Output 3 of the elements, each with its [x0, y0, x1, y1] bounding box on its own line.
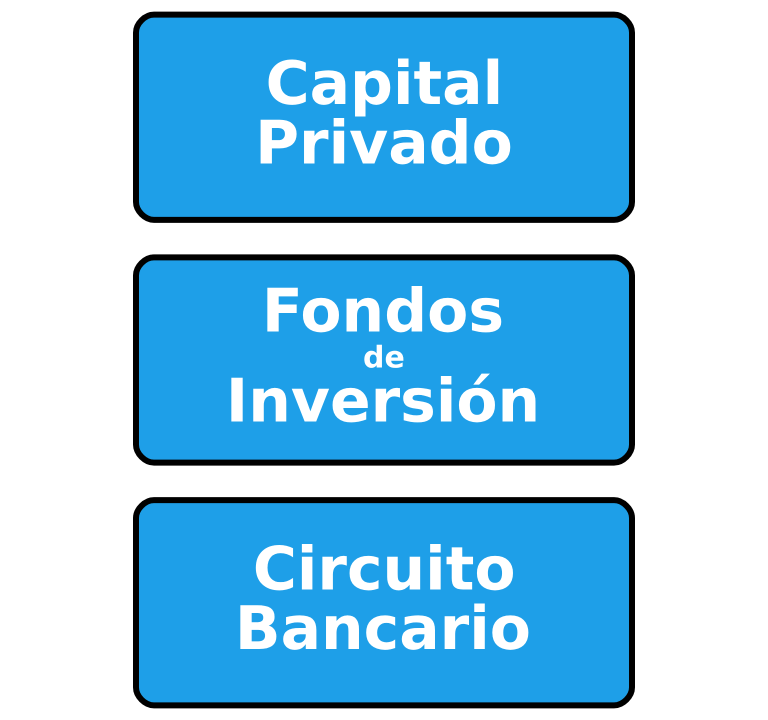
node-box: Fondos de Inversión [133, 254, 635, 466]
node-box: Circuito Bancario [133, 497, 635, 708]
node-box: Capital Privado [133, 12, 635, 223]
